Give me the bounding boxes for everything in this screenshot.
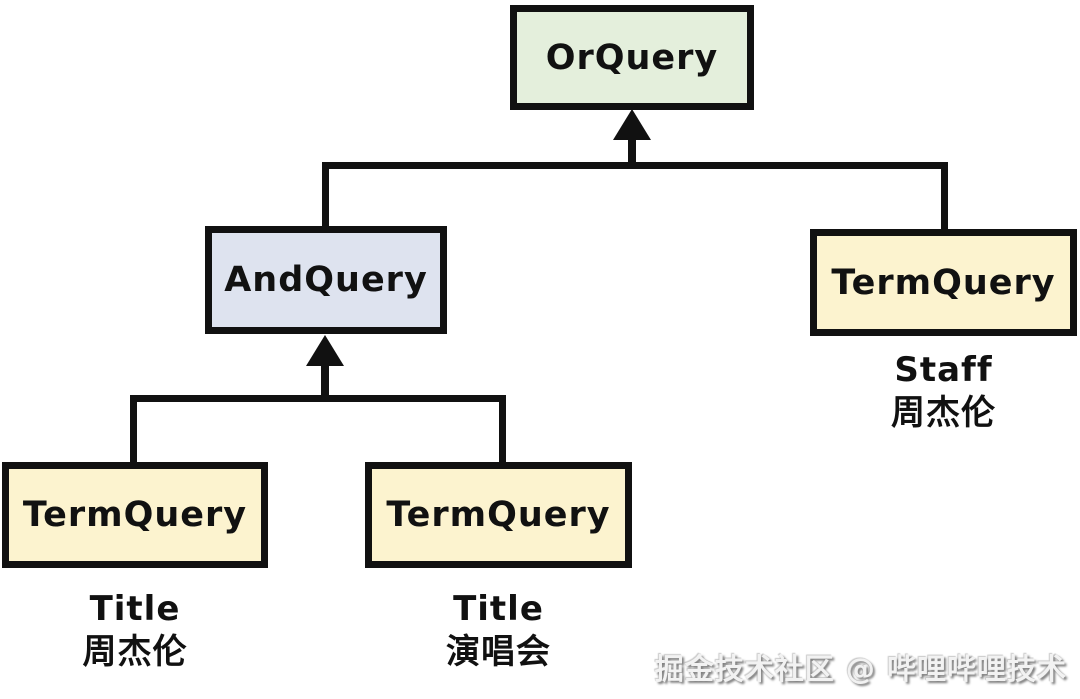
- caption-value: 周杰伦: [82, 631, 188, 672]
- connector-level1-left-leg: [322, 162, 329, 228]
- caption-term-query-staff: Staff 周杰伦: [810, 349, 1077, 435]
- node-and-query-label: AndQuery: [224, 260, 428, 300]
- node-or-query: OrQuery: [510, 5, 754, 110]
- node-term-query-title-concert-label: TermQuery: [386, 495, 611, 535]
- connector-level2-left-leg: [130, 395, 137, 464]
- caption-term-query-title-concert: Title 演唱会: [365, 588, 632, 674]
- arrow-up-icon: [613, 109, 651, 140]
- caption-field: Title: [89, 589, 181, 629]
- node-term-query-staff: TermQuery: [810, 229, 1077, 336]
- arrow-shaft-to-andquery: [321, 362, 329, 400]
- connector-level2-right-leg: [499, 395, 506, 464]
- arrow-shaft-to-orquery: [628, 136, 636, 168]
- node-term-query-title-jay: TermQuery: [2, 462, 268, 568]
- caption-field: Staff: [894, 350, 993, 390]
- arrow-up-icon: [306, 335, 344, 366]
- caption-value: 演唱会: [446, 631, 551, 672]
- connector-level1-right-leg: [941, 162, 948, 231]
- caption-value: 周杰伦: [891, 392, 996, 433]
- caption-field: Title: [453, 589, 544, 629]
- node-term-query-staff-label: TermQuery: [831, 262, 1056, 303]
- node-and-query: AndQuery: [205, 226, 447, 334]
- watermark-text: 掘金技术社区 @ 哔哩哔哩技术: [654, 652, 1067, 686]
- node-term-query-title-concert: TermQuery: [365, 462, 632, 568]
- node-term-query-title-jay-label: TermQuery: [22, 495, 248, 535]
- node-or-query-label: OrQuery: [545, 37, 719, 78]
- caption-term-query-title-jay: Title 周杰伦: [2, 588, 268, 674]
- connector-level2-horizontal: [130, 395, 506, 402]
